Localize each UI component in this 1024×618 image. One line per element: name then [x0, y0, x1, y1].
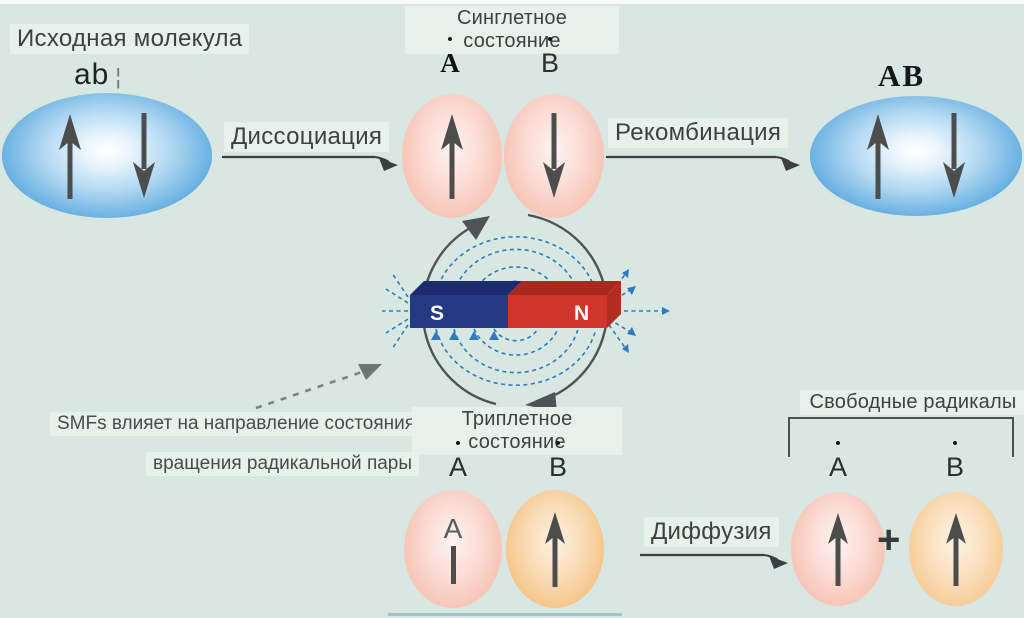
smf-note-line1: SMFs влияет на направление состояния [50, 412, 423, 436]
singlet-radical-b-label: • B [528, 31, 572, 77]
diffusion-arrow [640, 553, 788, 569]
initial-molecule-ellipse [2, 93, 212, 218]
bottom-edge-line [388, 613, 622, 616]
free-radicals-title: Свободные радикалы [800, 390, 1024, 415]
radical-dot: • [952, 435, 958, 452]
singlet-title: Синглетное состояние [405, 6, 619, 54]
free-radicals-bracket [788, 417, 1014, 457]
radical-dot: • [555, 435, 561, 452]
rotation-arrowhead-top [462, 216, 490, 240]
dissociation-label: Диссоциация [224, 122, 390, 152]
initial-molecule-title: Исходная молекула [10, 24, 250, 54]
free-radical-b-label: • B [933, 435, 977, 481]
triplet-title: Триплетное состояние [412, 407, 622, 455]
magnet-south-pole [410, 295, 508, 328]
diffusion-label: Диффузия [644, 517, 779, 547]
singlet-radical-a-label: • A [428, 31, 472, 77]
free-radical-b-ellipse [909, 492, 1003, 606]
free-radical-a-ellipse [791, 492, 885, 606]
spin-up-arrow [946, 513, 966, 586]
spin-down-arrow [133, 112, 155, 198]
magnet-south-label: S [430, 302, 444, 325]
label-artifact: ¦ [115, 64, 122, 89]
spin-down-arrow [943, 113, 965, 198]
dissociation-arrow [222, 155, 398, 171]
triplet-radical-b-ellipse [506, 490, 604, 608]
initial-molecule-label: ab [74, 58, 110, 91]
spin-up-arrow [828, 513, 848, 586]
magnet-figure: S N [382, 213, 670, 412]
spin-up-arrow [59, 113, 81, 199]
plus-sign: + [877, 518, 901, 562]
bar-magnet: S N [410, 281, 621, 328]
spin-up-arrow [441, 114, 463, 199]
recombined-molecule-label: AB [878, 58, 926, 93]
triplet-inner-a: A [443, 512, 463, 544]
spin-down-arrow [543, 113, 565, 198]
radical-dot: • [547, 31, 553, 48]
recombination-label: Рекомбинация [608, 118, 789, 148]
triplet-radical-b-label: • B [536, 435, 580, 481]
top-edge-strip [0, 0, 1024, 4]
triplet-radical-a-label: • A [436, 435, 480, 481]
recombined-molecule-ellipse [810, 96, 1022, 216]
radical-dot: • [835, 435, 841, 452]
spin-up-bar [450, 545, 456, 584]
singlet-radical-a-ellipse [402, 94, 502, 218]
recombination-arrow [606, 155, 800, 171]
smf-arrow [255, 364, 382, 410]
smf-note-line2: вращения радикальной пары [146, 452, 420, 476]
triplet-radical-a-ellipse: A [404, 490, 502, 608]
spin-up-arrow [867, 114, 889, 199]
singlet-radical-b-ellipse [504, 94, 604, 218]
magnet-north-label: N [574, 302, 589, 325]
magnet-north-pole [508, 295, 607, 328]
radical-dot: • [447, 31, 453, 48]
spin-up-arrow [545, 512, 565, 587]
free-radical-a-label: • A [816, 435, 860, 481]
radical-dot: • [455, 435, 461, 452]
